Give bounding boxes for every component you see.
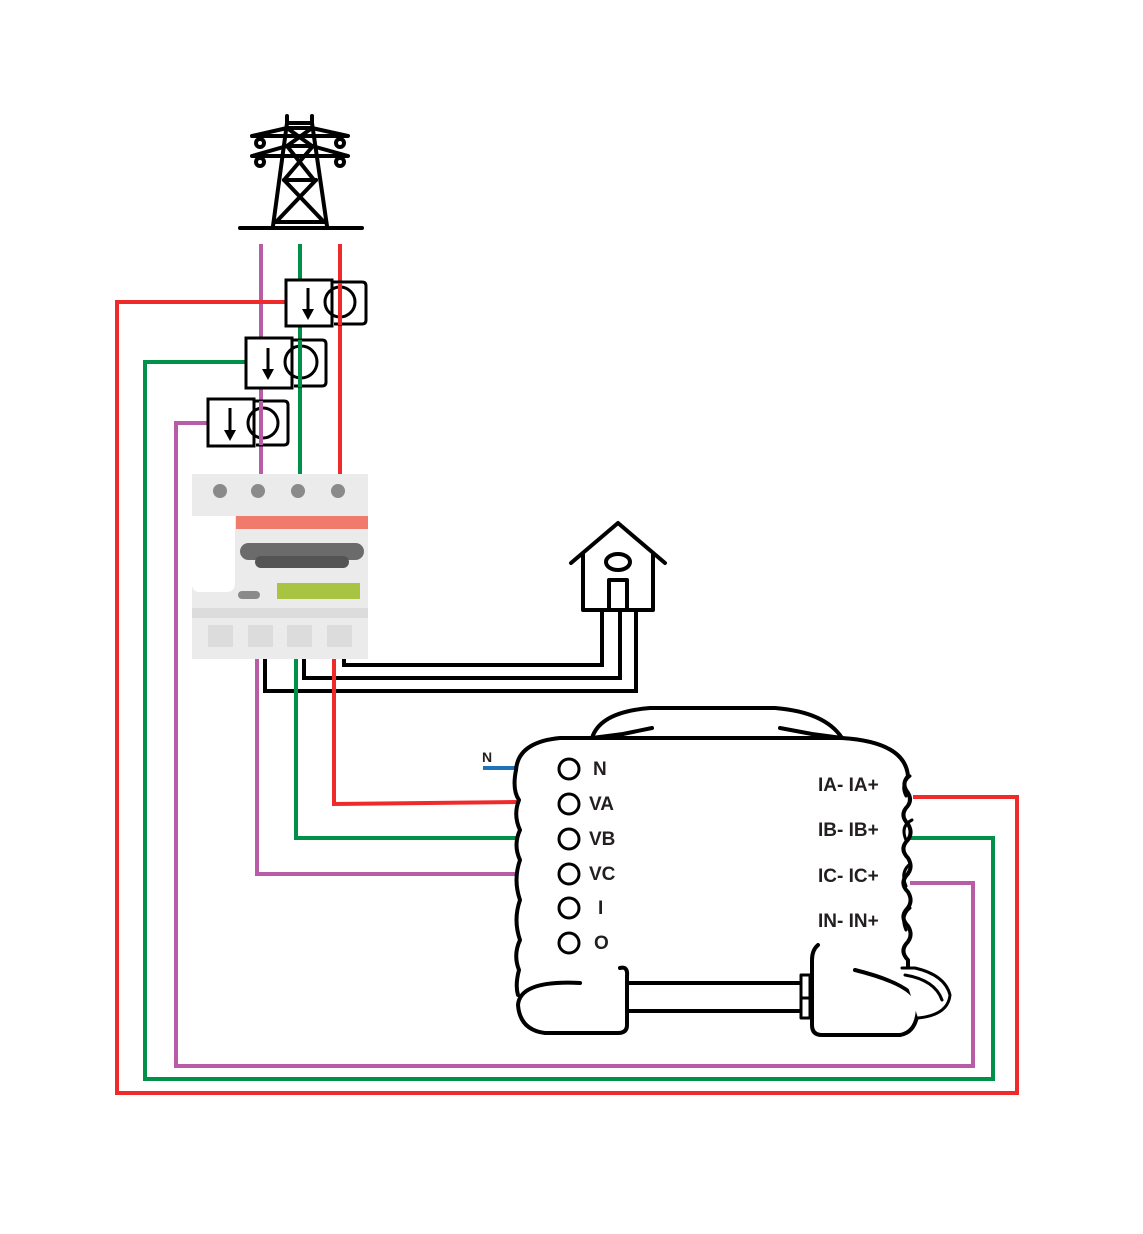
house-icon [569,521,667,612]
terminal-in: IN- IN+ [818,911,879,932]
terminal-ic: IC- IC+ [818,866,879,887]
neutral-wire-label: N [482,749,492,765]
phase-b-ct-loop [143,360,995,1081]
svg-text:VA: VA [589,794,614,815]
circuit-breaker-icon [192,474,368,659]
terminal-i: I [557,896,603,920]
svg-text:VC: VC [589,864,616,885]
ct-clamp-a [284,278,368,328]
voltage-terminals: N VA VB VC I O [557,757,616,955]
terminal-vb: VB [557,827,615,851]
ct-clamp-c [206,397,290,448]
terminal-n: N [557,757,607,781]
terminal-ib: IB- IB+ [818,820,879,841]
wire-through-clamps [259,283,342,445]
svg-text:O: O [594,933,609,954]
terminal-vc: VC [557,862,616,886]
svg-text:VB: VB [589,829,615,850]
phase-b-voltage-wire [294,659,518,840]
voltage-wires [255,659,518,876]
phase-a-ct-loop [115,300,1019,1095]
phase-c-ct-loop [174,421,975,1068]
ct-loop-wires [115,300,1019,1095]
terminal-va: VA [557,792,614,816]
svg-text:I: I [598,898,603,919]
svg-text:N: N [593,759,607,780]
phase-c-voltage-wire [255,659,518,876]
energy-meter-icon [512,706,952,1037]
ct-clamp-b [244,336,328,390]
phase-a-voltage-wire [332,659,518,807]
terminal-ia: IA- IA+ [818,775,879,796]
current-terminals: IA- IA+ IB- IB+ IC- IC+ IN- IN+ [818,775,879,932]
terminal-o: O [557,931,609,955]
transmission-tower-icon [238,114,364,230]
house-feed-wires [263,611,638,693]
